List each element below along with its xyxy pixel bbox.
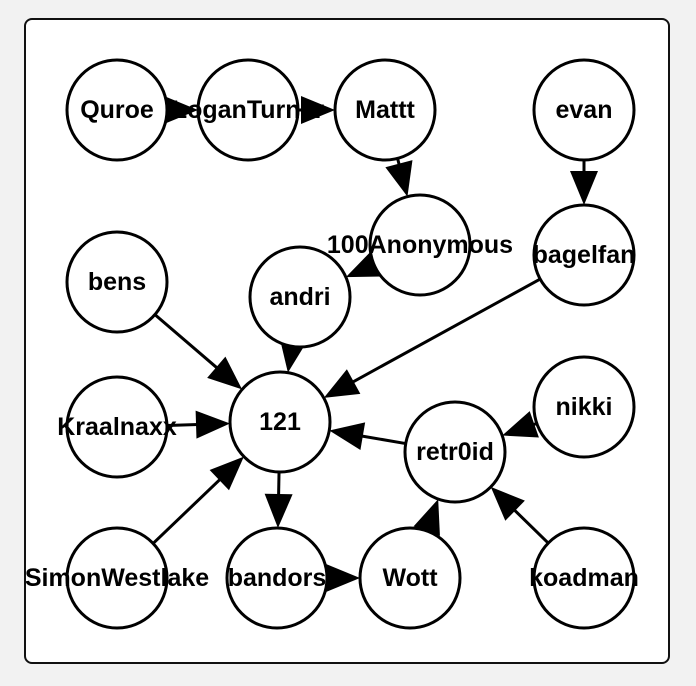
node-wott[interactable]: Wott bbox=[358, 526, 462, 630]
edge-line bbox=[166, 423, 199, 427]
node-mattt[interactable]: Mattt bbox=[333, 58, 437, 162]
arrow-head bbox=[413, 499, 440, 536]
node-koad[interactable]: koadman bbox=[529, 526, 639, 630]
arrow-head bbox=[490, 486, 525, 521]
arrow-head bbox=[329, 422, 366, 450]
node-circle[interactable] bbox=[248, 245, 352, 349]
node-label: LoganTurner bbox=[172, 96, 325, 124]
edges-layer bbox=[152, 96, 598, 592]
edge-line bbox=[360, 434, 406, 446]
node-n121[interactable]: 121 bbox=[228, 370, 332, 474]
arrow-head bbox=[385, 160, 413, 197]
node-circle[interactable] bbox=[333, 58, 437, 162]
node-logan[interactable]: LoganTurner bbox=[172, 58, 325, 162]
node-circle[interactable] bbox=[532, 58, 636, 162]
node-label: bandors bbox=[228, 564, 327, 592]
arrow-head bbox=[301, 96, 335, 124]
arrow-head bbox=[264, 493, 293, 529]
node-label: koadman bbox=[529, 564, 639, 592]
node-label: SimonWestlake bbox=[25, 564, 209, 592]
node-bens[interactable]: bens bbox=[65, 230, 169, 334]
node-label: Quroe bbox=[80, 96, 154, 124]
node-circle[interactable] bbox=[228, 370, 332, 474]
edge-line bbox=[351, 277, 541, 384]
node-circle[interactable] bbox=[65, 526, 169, 630]
edge-kraal-to-n121 bbox=[166, 410, 231, 439]
node-label: retr0id bbox=[416, 438, 494, 466]
edge-line bbox=[153, 313, 219, 370]
arrow-head bbox=[164, 96, 198, 124]
node-label: bagelfan bbox=[533, 241, 636, 269]
node-evan[interactable]: evan bbox=[532, 58, 636, 162]
node-circle[interactable] bbox=[196, 58, 300, 162]
node-label: Kraalnaxx bbox=[57, 413, 177, 441]
node-label: Mattt bbox=[355, 96, 415, 124]
edge-n121-to-bandors bbox=[264, 471, 293, 529]
arrow-head bbox=[195, 410, 231, 439]
node-label: andri bbox=[269, 283, 330, 311]
arrow-head bbox=[326, 564, 360, 592]
node-circle[interactable] bbox=[403, 400, 507, 504]
edge-line bbox=[512, 508, 550, 545]
node-circle[interactable] bbox=[532, 355, 636, 459]
arrow-head bbox=[570, 171, 598, 205]
node-circle[interactable] bbox=[532, 203, 636, 307]
edge-mattt-to-anon bbox=[385, 158, 413, 197]
edge-line bbox=[152, 477, 222, 545]
arrow-head bbox=[207, 356, 243, 390]
node-label: 121 bbox=[259, 408, 301, 436]
node-anon[interactable]: 100Anonymous bbox=[327, 193, 513, 297]
arrow-head bbox=[323, 369, 361, 398]
node-nikki[interactable]: nikki bbox=[532, 355, 636, 459]
node-label: bens bbox=[88, 268, 146, 296]
edge-koad-to-retro bbox=[490, 486, 550, 545]
edge-bens-to-n121 bbox=[153, 313, 243, 390]
node-simon[interactable]: SimonWestlake bbox=[25, 526, 209, 630]
node-circle[interactable] bbox=[65, 375, 169, 479]
edge-evan-to-bagel bbox=[570, 160, 598, 205]
edge-bagel-to-n121 bbox=[323, 277, 541, 398]
node-circle[interactable] bbox=[65, 230, 169, 334]
node-label: evan bbox=[556, 96, 613, 124]
node-circle[interactable] bbox=[358, 526, 462, 630]
node-bandors[interactable]: bandors bbox=[225, 526, 329, 630]
arrow-head bbox=[502, 411, 539, 438]
node-kraal[interactable]: Kraalnaxx bbox=[57, 375, 177, 479]
node-circle[interactable] bbox=[368, 193, 472, 297]
node-quroe[interactable]: Quroe bbox=[65, 58, 169, 162]
arrow-head bbox=[209, 456, 244, 491]
node-label: Wott bbox=[382, 564, 438, 592]
node-retro[interactable]: retr0id bbox=[403, 400, 507, 504]
node-label: nikki bbox=[556, 393, 613, 421]
nodes-layer: Quroe LoganTurner Mattt evan 100Anonymous bag… bbox=[25, 58, 639, 630]
node-andri[interactable]: andri bbox=[248, 245, 352, 349]
edge-simon-to-n121 bbox=[152, 456, 244, 545]
edge-retro-to-n121 bbox=[329, 422, 406, 450]
node-label: 100Anonymous bbox=[327, 231, 513, 259]
node-bagel[interactable]: bagelfan bbox=[532, 203, 636, 307]
node-circle[interactable] bbox=[225, 526, 329, 630]
node-circle[interactable] bbox=[65, 58, 169, 162]
edge-bandors-to-wott bbox=[326, 564, 360, 592]
node-circle[interactable] bbox=[532, 526, 636, 630]
